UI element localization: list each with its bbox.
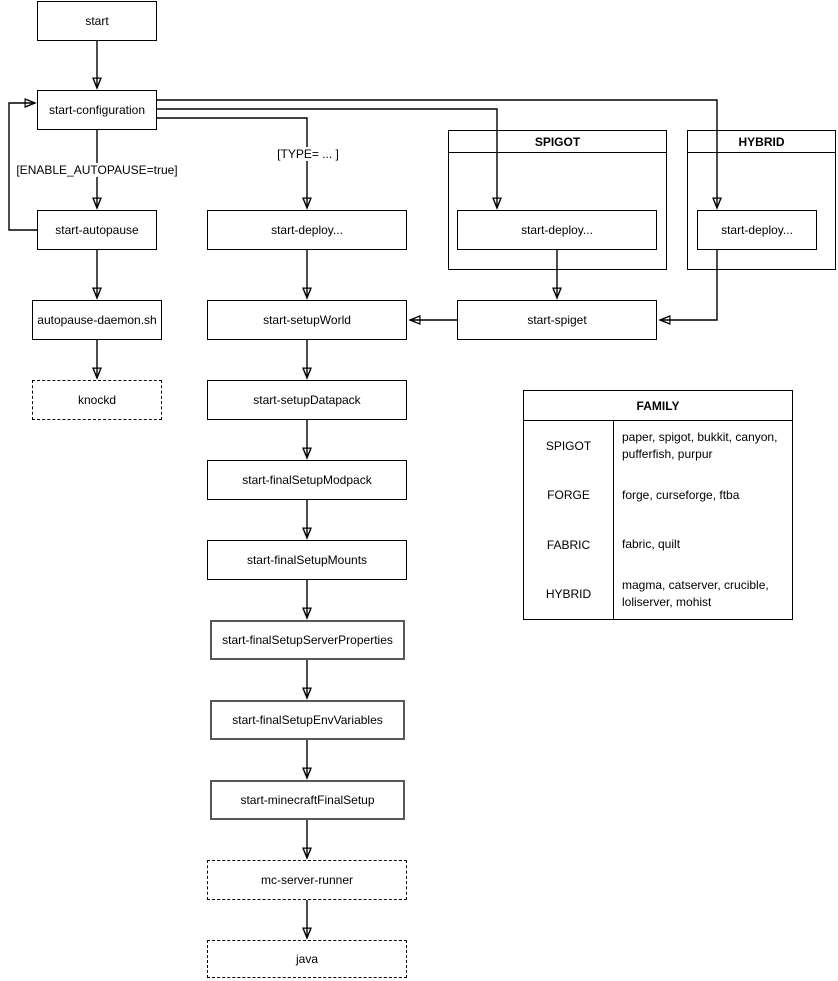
family-table: FAMILY SPIGOT paper, spigot, bukkit, can… — [523, 390, 793, 620]
node-start-deploy-hybrid: start-deploy... — [697, 210, 817, 250]
family-members-cell: fabric, quilt — [622, 537, 681, 552]
node-start-deploy-spigot: start-deploy... — [457, 210, 657, 250]
node-mc-server-runner: mc-server-runner — [207, 860, 407, 900]
family-name-cell: FABRIC — [524, 520, 614, 570]
family-members-cell: magma, catserver, crucible, loliserver, … — [622, 578, 769, 610]
container-hybrid-title: HYBRID — [688, 131, 835, 153]
family-table-title: FAMILY — [524, 391, 792, 421]
node-autopause-daemon: autopause-daemon.sh — [32, 300, 162, 340]
edge-label-enable-autopause: [ENABLE_AUTOPAUSE=true] — [14, 163, 180, 177]
node-start-setupdatapack: start-setupDatapack — [207, 380, 407, 420]
family-row-fabric: FABRIC fabric, quilt — [524, 520, 792, 570]
family-members-cell: paper, spigot, bukkit, canyon, pufferfis… — [622, 429, 778, 461]
node-start-autopause: start-autopause — [37, 210, 157, 250]
node-start-minecraftfinalsetup: start-minecraftFinalSetup — [210, 780, 405, 820]
edge-label-type: [TYPE= ... ] — [275, 147, 341, 161]
family-row-hybrid: HYBRID magma, catserver, crucible, lolis… — [524, 569, 792, 619]
node-start-finalsetupmounts: start-finalSetupMounts — [207, 540, 407, 580]
node-start-setupworld: start-setupWorld — [207, 300, 407, 340]
family-name-cell: FORGE — [524, 470, 614, 520]
family-row-forge: FORGE forge, curseforge, ftba — [524, 470, 792, 520]
node-knockd: knockd — [32, 380, 162, 420]
family-name-cell: HYBRID — [524, 569, 614, 619]
node-start-finalsetupmodpack: start-finalSetupModpack — [207, 460, 407, 500]
node-start-configuration: start-configuration — [37, 90, 157, 130]
node-java: java — [207, 940, 407, 978]
node-start-deploy-main: start-deploy... — [207, 210, 407, 250]
node-start-spiget: start-spiget — [457, 300, 657, 340]
node-start: start — [37, 1, 157, 41]
node-start-finalsetupenvvariables: start-finalSetupEnvVariables — [210, 700, 405, 740]
container-spigot-title: SPIGOT — [449, 131, 666, 153]
node-start-finalsetupserverproperties: start-finalSetupServerProperties — [210, 620, 405, 660]
family-row-spigot: SPIGOT paper, spigot, bukkit, canyon, pu… — [524, 421, 792, 471]
family-members-cell: forge, curseforge, ftba — [622, 487, 740, 502]
family-name-cell: SPIGOT — [524, 421, 614, 471]
